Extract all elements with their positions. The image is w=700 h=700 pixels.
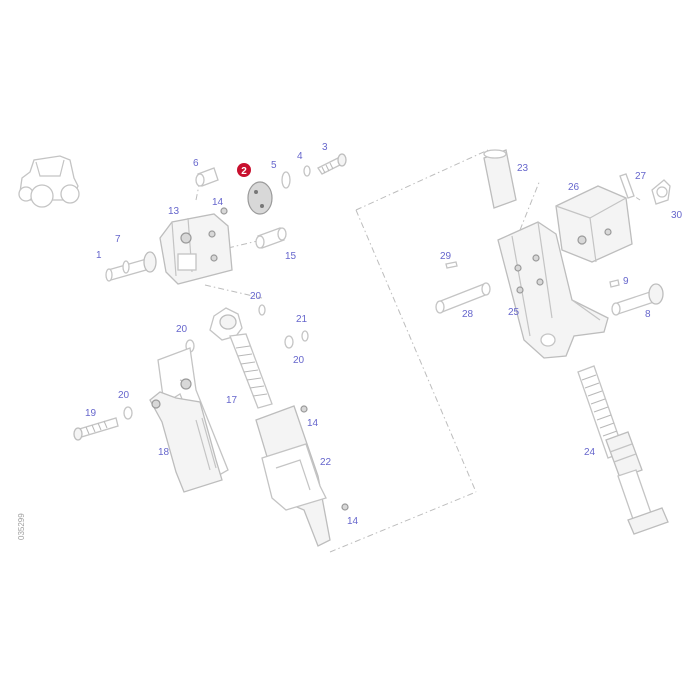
label-18: 18	[158, 447, 170, 458]
label-8: 8	[645, 309, 651, 320]
washer-part-7	[122, 260, 130, 274]
bolt-part-3	[317, 153, 347, 175]
label-14-a: 14	[212, 197, 224, 208]
frame-part-25	[497, 221, 609, 359]
label-22: 22	[320, 457, 332, 468]
label-26: 26	[568, 182, 580, 193]
link-plates-part-18	[149, 347, 229, 493]
label-14-c: 14	[347, 516, 359, 527]
washer-part-20-a	[258, 304, 266, 316]
label-23: 23	[517, 163, 529, 174]
label-3: 3	[322, 142, 328, 153]
label-20-c: 20	[293, 355, 305, 366]
bracket-part-13	[159, 213, 233, 285]
nut-part-21	[301, 330, 309, 342]
pin-part-15	[255, 227, 287, 249]
label-20-b: 20	[176, 324, 188, 335]
label-20-a: 20	[250, 291, 262, 302]
label-17: 17	[226, 395, 238, 406]
rod-part-24	[577, 365, 669, 535]
label-27: 27	[635, 171, 647, 182]
label-28: 28	[462, 309, 474, 320]
nut-part-14-mid	[300, 405, 308, 413]
label-29: 29	[440, 251, 452, 262]
nut-part-4	[303, 165, 311, 177]
label-21: 21	[296, 314, 308, 325]
washer-part-5	[281, 171, 291, 189]
housing-part-26	[555, 185, 633, 263]
pin-part-6	[195, 167, 219, 187]
pin-part-28	[435, 282, 491, 314]
sleeve-part-23	[483, 149, 517, 209]
nut-part-14-top	[220, 207, 228, 215]
clevis-part-22	[255, 405, 331, 547]
clip-part-9	[609, 279, 620, 288]
label-9: 9	[623, 276, 629, 287]
label-6: 6	[193, 158, 199, 169]
bolt-part-19	[73, 417, 119, 441]
washer-part-20-c	[284, 335, 294, 349]
part-labels: 1 3 4 5 6 7 8 9 13 14 14 14 14 15 17 18 …	[85, 142, 683, 527]
nut-part-14-low	[341, 503, 349, 511]
label-13: 13	[168, 206, 180, 217]
label-4: 4	[297, 151, 303, 162]
label-1: 1	[96, 250, 102, 261]
label-14-b: 14	[307, 418, 319, 429]
washer-part-20-d	[123, 406, 133, 420]
highlight-badge-part-2[interactable]: 2	[237, 163, 251, 177]
label-15: 15	[285, 251, 297, 262]
label-30: 30	[671, 210, 683, 221]
tractor-icon	[18, 155, 80, 208]
label-19: 19	[85, 408, 97, 419]
highlight-badge-label[interactable]: 2	[241, 166, 247, 177]
pin-part-1	[105, 251, 157, 282]
label-7: 7	[115, 234, 121, 245]
label-5: 5	[271, 160, 277, 171]
shaft-part-17	[209, 307, 273, 409]
plate-part-2	[247, 181, 273, 215]
highlight-badge-circle[interactable]	[237, 163, 251, 177]
clip-part-30	[651, 179, 671, 205]
label-24: 24	[584, 447, 596, 458]
pin-part-8	[611, 283, 664, 316]
label-20-d: 20	[118, 390, 130, 401]
pin-part-27	[619, 173, 635, 199]
cotter-part-29	[445, 261, 458, 269]
drawing-code: 035299	[17, 513, 26, 540]
label-25: 25	[508, 307, 520, 318]
